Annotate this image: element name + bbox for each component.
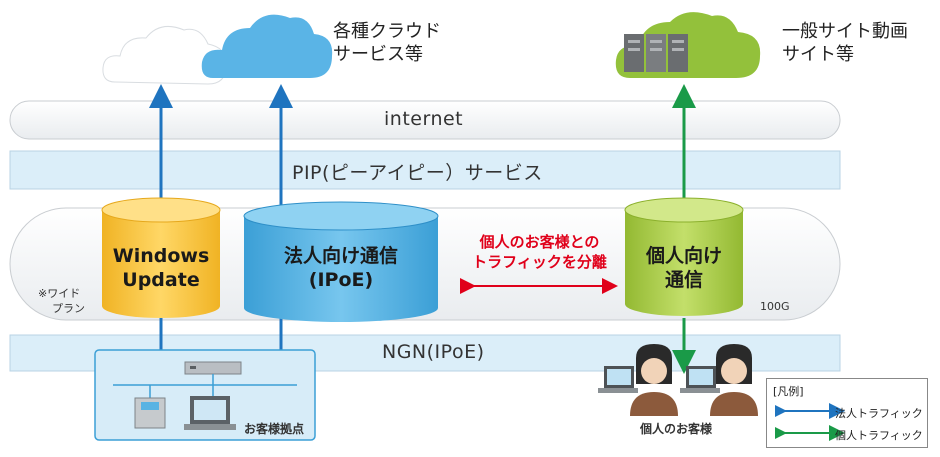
legend-corporate: 法人トラフィック <box>835 407 923 420</box>
router-icon <box>184 361 242 385</box>
windows-update-label-line1: Windows <box>112 245 210 267</box>
legend-arrows <box>775 403 845 441</box>
corporate-cylinder <box>243 201 439 322</box>
wide-plan-label: ※ワイド プラン <box>38 286 85 316</box>
video-sites-label: 一般サイト動画 サイト等 <box>782 20 908 66</box>
corporate-label-line1: 法人向け通信 <box>283 245 398 267</box>
separation-label-line2: トラフィックを分離 <box>472 253 607 271</box>
personal-label-line2: 通信 <box>664 269 703 291</box>
windows-update-label-line2: Update <box>122 269 200 291</box>
person-icon <box>680 344 758 416</box>
windows-update-label: Windows Update <box>102 244 220 292</box>
personal-customers-label: 個人のお客様 <box>640 422 713 436</box>
customer-site-label: お客様拠点 <box>244 422 305 436</box>
wide-plan-label-line1: ※ワイド <box>38 287 81 300</box>
cloud-services-label-line2: サービス等 <box>333 44 423 65</box>
capacity-label: 100G <box>760 300 790 313</box>
register-icon <box>134 385 166 429</box>
laptop-icon <box>184 385 236 430</box>
ngn-label: NGN(IPoE) <box>382 341 485 363</box>
internet-band <box>9 100 841 140</box>
corporate-label: 法人向け通信 (IPoE) <box>244 244 438 292</box>
pip-band <box>9 150 841 190</box>
cloud-services-label-line1: 各種クラウド <box>333 21 441 42</box>
video-sites-label-line2: サイト等 <box>782 44 854 65</box>
person-icon <box>598 344 678 416</box>
windows-update-cylinder <box>101 197 221 318</box>
cloud-services-label: 各種クラウド サービス等 <box>333 20 441 66</box>
wide-plan-label-line2: プラン <box>52 302 85 315</box>
server-rack-icon <box>624 34 688 72</box>
legend-title: [凡例] <box>773 385 804 398</box>
internet-label: internet <box>384 108 464 130</box>
blue-cloud-icon <box>201 14 333 79</box>
personal-cylinder <box>624 197 744 316</box>
separation-label: 個人のお客様との トラフィックを分離 <box>462 232 617 272</box>
legend: [凡例] 法人トラフィック 個人トラフィック <box>766 378 928 448</box>
legend-personal: 個人トラフィック <box>835 429 923 442</box>
video-sites-label-line1: 一般サイト動画 <box>782 21 908 42</box>
separation-label-line1: 個人のお客様との <box>479 233 600 251</box>
pip-label: PIP(ピーアイピー）サービス <box>292 162 543 184</box>
corporate-label-line2: (IPoE) <box>308 269 374 291</box>
personal-label: 個人向け 通信 <box>625 244 743 292</box>
personal-label-line1: 個人向け <box>645 245 722 267</box>
